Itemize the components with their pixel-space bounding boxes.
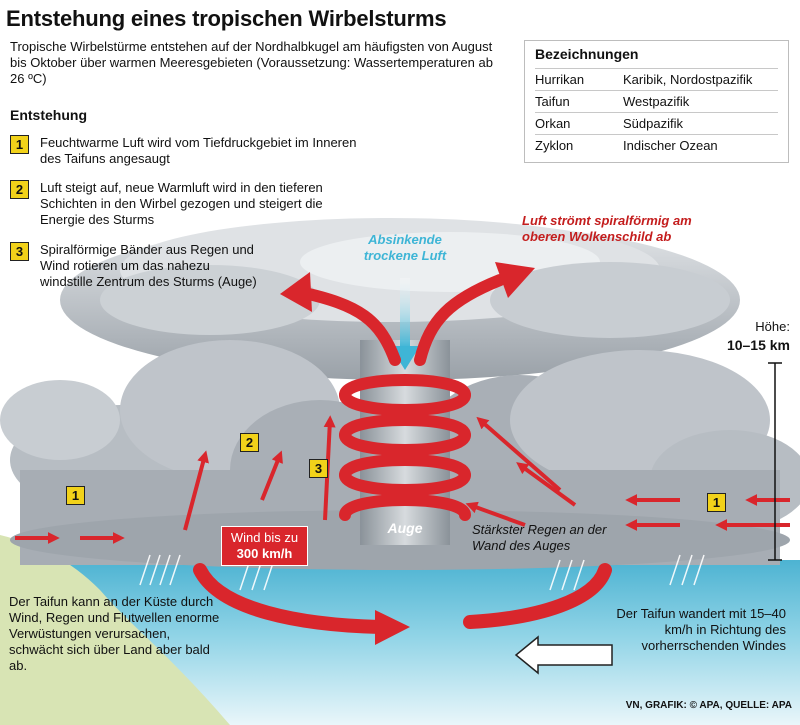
movement-text: Der Taifun wandert mit 15–40 km/h in Ric… <box>616 606 786 653</box>
credit-line: VN, GRAFIK: © APA, QUELLE: APA <box>625 700 792 711</box>
strongest-rain-label: Stärkster Regen an der Wand des Auges <box>472 522 607 553</box>
section-heading: Entstehung <box>10 107 87 123</box>
height-value: 10–15 km <box>726 337 790 353</box>
height-label: Höhe: <box>755 319 790 334</box>
descending-air-label: Absinkende trockene Luft <box>363 232 447 263</box>
base-arrowhead <box>375 610 410 645</box>
terms-row: Hurrikan Karibik, Nordostpazifik <box>535 68 778 90</box>
eye-label: Auge <box>387 520 423 536</box>
spiral-bands <box>339 374 471 521</box>
term-region: Westpazifik <box>623 94 690 109</box>
intro-text: Tropische Wirbelstürme entstehen auf der… <box>10 39 493 86</box>
coast-damage-text: Der Taifun kann an der Küste durch Wind,… <box>9 594 220 673</box>
step-number: 1 <box>10 135 29 154</box>
step-text: Spiralförmige Bänder aus Regen und Wind … <box>40 242 257 289</box>
inflow-arrows <box>15 415 790 544</box>
term-name: Zyklon <box>535 138 574 153</box>
terms-row: Orkan Südpazifik <box>535 112 778 134</box>
outflow-arrowhead-left <box>280 272 312 312</box>
step-number: 2 <box>10 180 29 199</box>
wind-speed-badge: Wind bis zu 300 km/h <box>221 526 308 566</box>
term-region: Südpazifik <box>623 116 683 131</box>
sea <box>0 560 800 725</box>
wind-value: 300 km/h <box>236 546 293 561</box>
spiral-outflow-label: Luft strömt spiralförmig am oberen Wolke… <box>522 213 692 244</box>
terms-table: Bezeichnungen Hurrikan Karibik, Nordostpa… <box>524 40 789 163</box>
step-3: 3 Spiralförmige Bänder aus Regen und Win… <box>10 242 370 290</box>
terms-row: Taifun Westpazifik <box>535 90 778 112</box>
marker-1-left: 1 <box>66 486 85 505</box>
movement-arrow <box>514 635 613 675</box>
marker-2: 2 <box>240 433 259 452</box>
terms-heading: Bezeichnungen <box>535 46 639 62</box>
step-2: 2 Luft steigt auf, neue Warmluft wird in… <box>10 180 370 228</box>
marker-3: 3 <box>309 459 328 478</box>
outflow-arrowhead-right <box>495 262 535 298</box>
outflow-arrows <box>294 274 506 366</box>
wind-prefix: Wind bis zu <box>230 530 299 545</box>
base-circulation <box>193 563 612 634</box>
step-1: 1 Feuchtwarme Luft wird vom Tiefdruckgeb… <box>10 135 370 167</box>
term-region: Indischer Ozean <box>623 138 718 153</box>
terms-row: Zyklon Indischer Ozean <box>535 134 778 156</box>
step-number: 3 <box>10 242 29 261</box>
height-scale <box>768 362 782 561</box>
marker-1-right: 1 <box>707 493 726 512</box>
page-title: Entstehung eines tropischen Wirbelsturms <box>6 6 447 31</box>
term-name: Orkan <box>535 116 571 131</box>
rain-streaks <box>139 554 705 591</box>
coast <box>0 535 230 725</box>
step-text: Feuchtwarme Luft wird vom Tiefdruckgebie… <box>40 135 357 166</box>
term-name: Hurrikan <box>535 72 585 87</box>
step-text: Luft steigt auf, neue Warmluft wird in d… <box>40 180 323 227</box>
term-name: Taifun <box>535 94 570 109</box>
term-region: Karibik, Nordostpazifik <box>623 72 753 87</box>
